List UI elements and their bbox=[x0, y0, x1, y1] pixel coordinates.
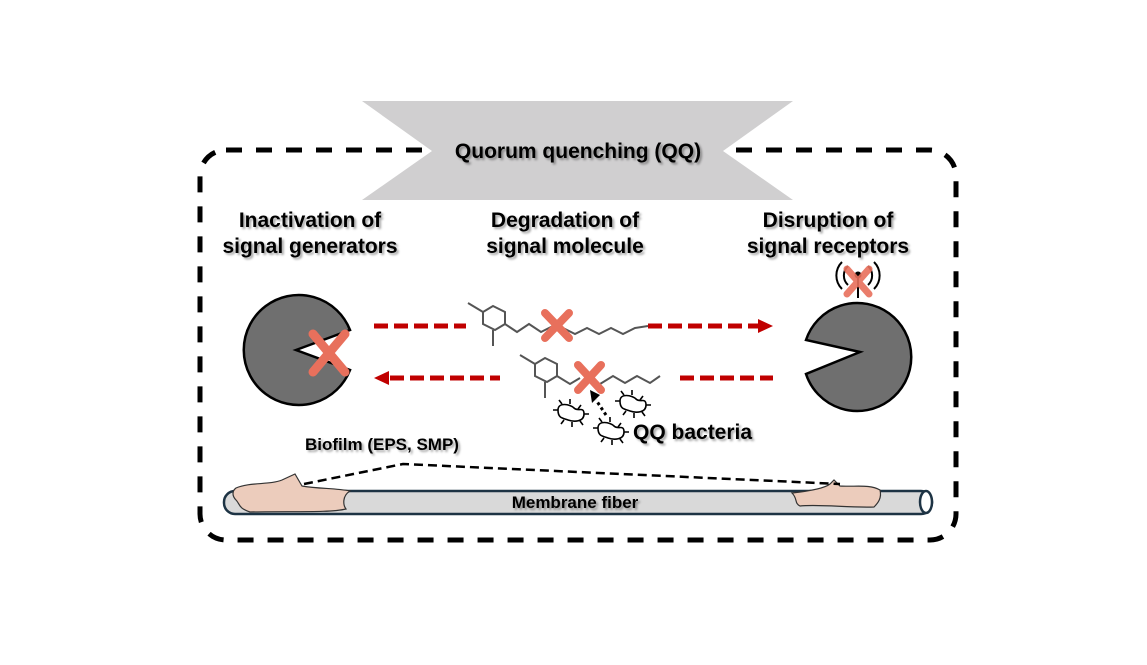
arrow-to-receptor bbox=[374, 319, 773, 333]
biofilm-patch-left bbox=[232, 473, 352, 513]
biofilm-label: Biofilm (EPS, SMP) bbox=[305, 435, 459, 454]
bacterium-icon bbox=[615, 390, 651, 418]
dashed-frame bbox=[197, 147, 959, 543]
membrane-fiber bbox=[222, 489, 934, 516]
cross-icon-receptor bbox=[843, 265, 873, 298]
signal-receptor-pacman bbox=[804, 301, 913, 413]
membrane-fiber-label: Membrane fiber bbox=[511, 493, 639, 512]
mechanism-generators: Inactivation of signal generators bbox=[195, 208, 425, 260]
signal-generator-pacman bbox=[242, 293, 352, 407]
signal-molecule-long bbox=[467, 302, 649, 346]
qq-bacteria-icons bbox=[553, 390, 651, 445]
antenna-icon bbox=[835, 261, 881, 298]
mechanism-molecule-line2: signal molecule bbox=[486, 235, 644, 258]
mechanism-receptors: Disruption of signal receptors bbox=[713, 208, 943, 260]
biofilm-patch-right bbox=[790, 479, 882, 508]
signal-molecule-short bbox=[519, 354, 661, 398]
cleavage-cross-short bbox=[574, 361, 605, 394]
diagram-title: Quorum quenching (QQ) bbox=[454, 140, 702, 163]
mechanism-receptors-line1: Disruption of bbox=[762, 209, 894, 232]
biofilm-leader-line bbox=[303, 462, 841, 486]
title-banner bbox=[362, 101, 793, 200]
mechanism-generators-line1: Inactivation of bbox=[238, 209, 382, 232]
cleavage-cross-long bbox=[541, 309, 573, 342]
bacteria-attack-arrow bbox=[590, 390, 608, 416]
qq-bacteria-label: QQ bacteria bbox=[633, 421, 753, 444]
mechanism-molecule: Degradation of signal molecule bbox=[450, 208, 680, 260]
bacterium-icon bbox=[553, 399, 589, 427]
cross-icon-generator bbox=[308, 329, 350, 377]
mechanism-molecule-line1: Degradation of bbox=[490, 209, 640, 232]
mechanism-receptors-line2: signal receptors bbox=[746, 235, 910, 258]
mechanism-generators-line2: signal generators bbox=[222, 235, 398, 258]
bacterium-icon bbox=[593, 417, 629, 445]
arrow-to-generator bbox=[374, 371, 773, 385]
